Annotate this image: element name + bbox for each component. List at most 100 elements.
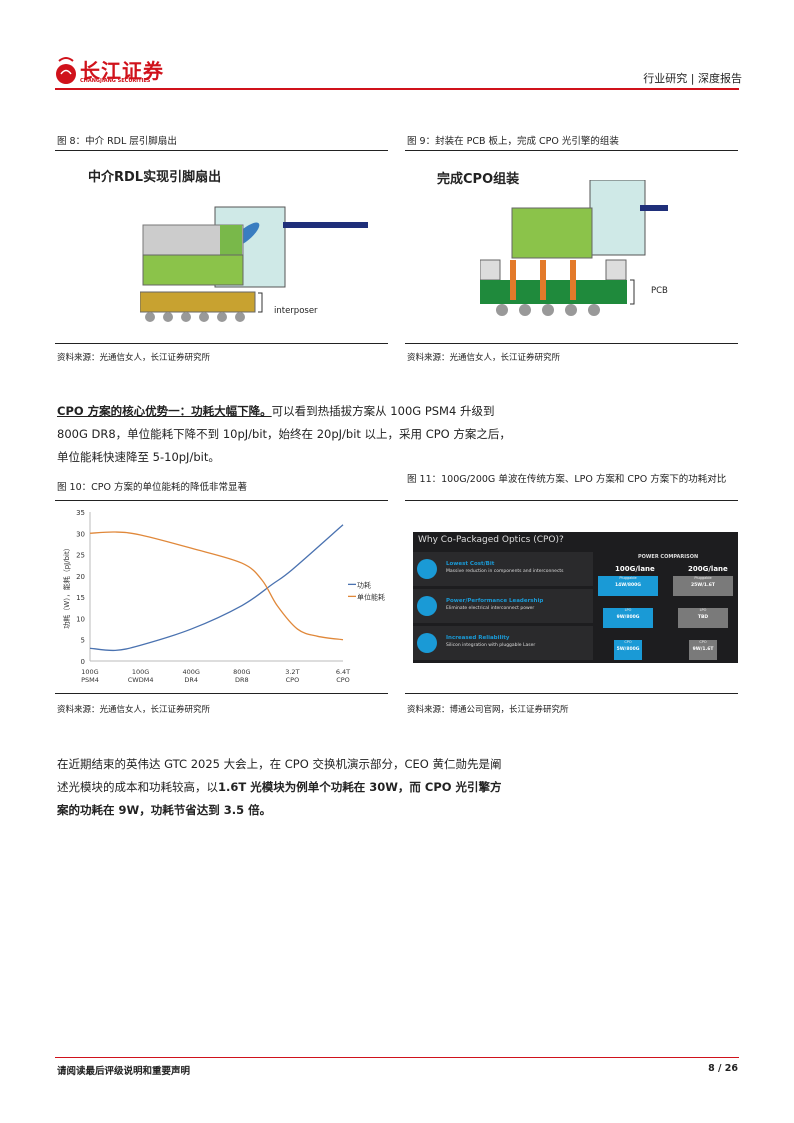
- divider: [55, 693, 388, 694]
- feature-icon: [417, 596, 437, 616]
- y-tick-label: 30: [76, 530, 85, 538]
- box-type: CPO: [699, 640, 707, 644]
- fig10-source: 资料来源：光通信女人，长江证券研究所: [57, 705, 211, 715]
- footer-divider: [55, 1057, 739, 1058]
- feature-icon: [417, 559, 437, 579]
- x-tick-label: DR4: [184, 676, 198, 684]
- box-value: 9W/800G: [616, 615, 640, 620]
- feature-heading: Power/Performance Leadership: [446, 598, 544, 604]
- x-tick-label: 6.4T: [336, 668, 350, 676]
- power-box: LPO 9W/800G: [603, 608, 653, 628]
- fig9-source: 资料来源：光通信女人，长江证券研究所: [407, 353, 561, 363]
- box-type: LPO: [624, 608, 632, 612]
- x-tick-label: 100G: [81, 668, 98, 676]
- fig8-title: 中介RDL实现引脚扇出: [88, 170, 222, 185]
- divider: [55, 500, 388, 501]
- fig9-caption: 图 9：封装在 PCB 板上，完成 CPO 光引擎的组装: [407, 136, 619, 147]
- interposer-label: interposer: [274, 306, 318, 316]
- pcb-label: PCB: [651, 286, 668, 296]
- feature-desc: Silicon integration with pluggable Laser: [446, 643, 536, 648]
- slide-feature: Increased Reliability Silicon integratio…: [413, 626, 593, 660]
- slide-feature: Power/Performance Leadership Eliminate e…: [413, 589, 593, 623]
- y-tick-label: 15: [76, 594, 85, 602]
- logo-text: 长江证券: [80, 59, 164, 83]
- x-tick-label: CPO: [336, 676, 350, 684]
- paragraph-bold: 1.6T 光模块为例单个功耗在 30W，而 CPO 光引擎方: [218, 780, 502, 794]
- box-value: TBD: [697, 615, 709, 620]
- paragraph-text: 可以看到热插拔方案从 100G PSM4 升级到: [271, 404, 495, 418]
- x-tick-label: CPO: [286, 676, 300, 684]
- paragraph-text: 述光模块的成本和功耗较高，以: [57, 780, 218, 794]
- box-type: Pluggable: [694, 576, 712, 580]
- power-box: Pluggable 25W/1.6T: [673, 576, 733, 596]
- fig9-title: 完成CPO组装: [437, 172, 520, 187]
- feature-desc: Eliminate electrical interconnect power: [446, 606, 535, 611]
- y-tick-label: 10: [76, 615, 85, 623]
- paragraph-text: 单位能耗快速降至 5-10pJ/bit。: [57, 450, 220, 464]
- divider: [405, 343, 738, 344]
- paragraph-text: 800G DR8，单位能耗下降不到 10pJ/bit，始终在 20pJ/bit …: [57, 427, 511, 441]
- divider: [55, 343, 388, 344]
- x-tick-label: 400G: [182, 668, 199, 676]
- fig8-source: 资料来源：光通信女人，长江证券研究所: [57, 353, 211, 363]
- fig11-caption: 图 11：100G/200G 单波在传统方案、LPO 方案和 CPO 方案下的功…: [407, 474, 727, 485]
- fig11-source: 资料来源：博通公司官网，长江证券研究所: [407, 705, 569, 715]
- paragraph-cpo-advantage: CPO 方案的核心优势一：功耗大幅下降。可以看到热插拔方案从 100G PSM4…: [57, 400, 527, 469]
- legend-label: 功耗: [357, 580, 371, 589]
- box-value: 5W/800G: [616, 647, 640, 652]
- divider: [405, 693, 738, 694]
- fig8-diagram: [139, 195, 375, 325]
- x-tick-label: DR8: [235, 676, 249, 684]
- box-type: LPO: [699, 608, 707, 612]
- power-box: CPO 9W/1.6T: [689, 640, 717, 660]
- y-tick-label: 20: [76, 573, 85, 581]
- paragraph-text: 在近期结束的英伟达 GTC 2025 大会上，在 CPO 交换机演示部分，CEO…: [57, 757, 502, 771]
- y-tick-label: 25: [76, 552, 85, 560]
- x-tick-label: 800G: [233, 668, 250, 676]
- x-tick-label: PSM4: [81, 676, 99, 684]
- divider: [405, 150, 738, 151]
- logo: [55, 55, 77, 85]
- power-comparison-heading: POWER COMPARISON: [638, 554, 699, 560]
- footer-disclaimer: 请阅读最后评级说明和重要声明: [57, 1066, 191, 1077]
- paragraph-bold: 案的功耗在 9W，功耗节省达到 3.5 倍。: [57, 803, 272, 817]
- paragraph-bold: CPO 方案的核心优势一：功耗大幅下降。: [57, 404, 272, 418]
- feature-heading: Lowest Cost/Bit: [446, 561, 495, 567]
- col1-heading: 100G/lane: [615, 565, 655, 573]
- y-tick-label: 0: [81, 658, 85, 666]
- x-tick-label: CWDM4: [128, 676, 154, 684]
- legend-label: 单位能耗: [357, 592, 385, 601]
- divider: [55, 150, 388, 151]
- col2-heading: 200G/lane: [688, 565, 728, 573]
- box-value: 25W/1.6T: [691, 583, 715, 588]
- logo-subtext: CHANGJIANG SECURITIES: [80, 78, 151, 84]
- header-divider: [55, 88, 739, 90]
- y-tick-label: 5: [81, 637, 85, 645]
- power-box: Pluggable 14W/800G: [598, 576, 658, 596]
- x-tick-label: 100G: [132, 668, 149, 676]
- fig10-caption: 图 10：CPO 方案的单位能耗的降低非常显著: [57, 482, 247, 493]
- fig8-caption: 图 8：中介 RDL 层引脚扇出: [57, 136, 177, 147]
- y-tick-label: 35: [76, 509, 85, 517]
- feature-desc: Massive reduction in components and inte…: [446, 569, 564, 574]
- y-axis-label: 功耗（W），能耗（pJ/bit）: [62, 544, 71, 628]
- divider: [405, 500, 738, 501]
- box-type: Pluggable: [619, 576, 637, 580]
- power-box: LPO TBD: [678, 608, 728, 628]
- box-value: 14W/800G: [615, 583, 641, 588]
- feature-heading: Increased Reliability: [446, 635, 510, 641]
- cpo-slide: Why Co-Packaged Optics (CPO)? Lowest Cos…: [413, 532, 738, 663]
- feature-icon: [417, 633, 437, 653]
- series-line-1: [89, 531, 344, 641]
- slide-title: Why Co-Packaged Optics (CPO)?: [418, 535, 564, 545]
- slide-feature: Lowest Cost/Bit Massive reduction in com…: [413, 552, 593, 586]
- series-line-0: [89, 524, 344, 652]
- power-box: CPO 5W/800G: [614, 640, 642, 660]
- box-value: 9W/1.6T: [692, 647, 714, 652]
- box-type: CPO: [624, 640, 632, 644]
- x-tick-label: 3.2T: [285, 668, 299, 676]
- page-number: 8 / 26: [708, 1063, 738, 1074]
- paragraph-gtc: 在近期结束的英伟达 GTC 2025 大会上，在 CPO 交换机演示部分，CEO…: [57, 753, 527, 822]
- fig9-diagram: [479, 179, 680, 320]
